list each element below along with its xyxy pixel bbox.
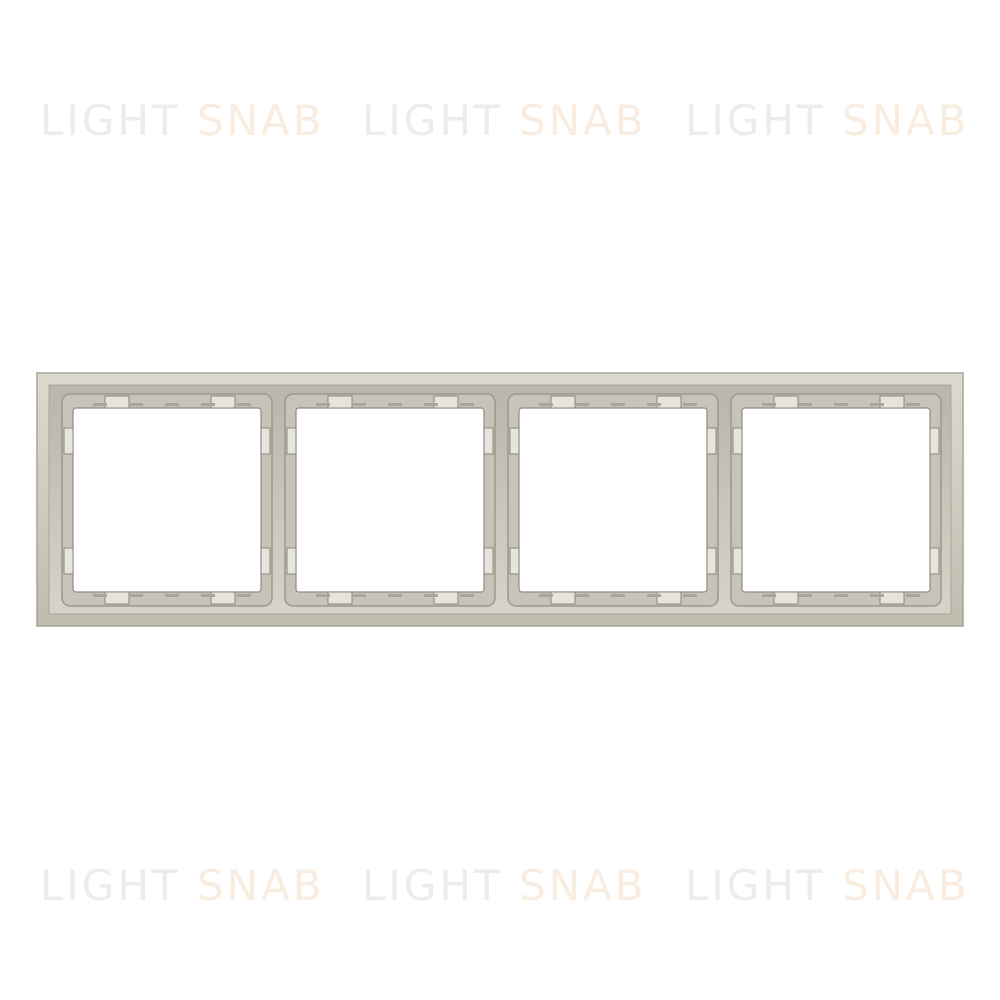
slot-clip-bottom — [773, 591, 799, 605]
slot-notch — [237, 594, 251, 597]
watermark-text: LIGHT SNAB — [362, 100, 647, 142]
slot-notch — [647, 594, 661, 597]
slot-notch — [424, 594, 438, 597]
slot-notch — [647, 403, 661, 406]
slot-notch — [316, 403, 330, 406]
slot-clip-bottom — [327, 591, 353, 605]
slot-notch — [129, 594, 143, 597]
watermark-snab: SNAB — [518, 96, 647, 145]
watermark-text: LIGHT SNAB — [685, 865, 970, 907]
watermark-light: LIGHT — [362, 861, 503, 910]
slot-clip-left — [732, 427, 743, 455]
slot-notch — [388, 594, 402, 597]
slot-clip-bottom — [656, 591, 682, 605]
watermark-light: LIGHT — [685, 861, 826, 910]
slot-clip-right — [483, 427, 494, 455]
slot-notch — [165, 594, 179, 597]
slot-notch — [798, 594, 812, 597]
slot-notch — [237, 403, 251, 406]
slot-clip-right — [483, 547, 494, 575]
slot-opening — [72, 407, 262, 593]
watermark-snab: SNAB — [841, 861, 970, 910]
slot-clip-left — [286, 427, 297, 455]
slot-notch — [906, 594, 920, 597]
slot-group — [61, 393, 942, 607]
slot-clip-top — [656, 395, 682, 409]
slot-clip-bottom — [550, 591, 576, 605]
slot-clip-left — [286, 547, 297, 575]
watermark-light: LIGHT — [40, 861, 181, 910]
slot-notch — [798, 403, 812, 406]
slot-notch — [93, 594, 107, 597]
watermark-snab: SNAB — [196, 96, 325, 145]
slot-clip-right — [260, 427, 271, 455]
slot-clip-left — [732, 547, 743, 575]
slot-clip-right — [929, 547, 940, 575]
slot-notch — [611, 403, 625, 406]
slot-notch — [129, 403, 143, 406]
slot-notch — [870, 403, 884, 406]
slot-clip-left — [63, 427, 74, 455]
slot-clip-top — [104, 395, 130, 409]
slot-clip-bottom — [210, 591, 236, 605]
slot-notch — [316, 594, 330, 597]
slot-notch — [424, 403, 438, 406]
slot-notch — [460, 594, 474, 597]
slot-clip-top — [879, 395, 905, 409]
watermark-snab: SNAB — [841, 96, 970, 145]
watermark-light: LIGHT — [685, 96, 826, 145]
slot-clip-left — [509, 547, 520, 575]
slot-notch — [539, 594, 553, 597]
slot-clip-top — [327, 395, 353, 409]
slot-notch — [93, 403, 107, 406]
slot-notch — [201, 403, 215, 406]
slot-notch — [834, 594, 848, 597]
slot-clip-bottom — [879, 591, 905, 605]
slot-notch — [762, 403, 776, 406]
slot-clip-bottom — [433, 591, 459, 605]
watermark-light: LIGHT — [362, 96, 503, 145]
watermark-text: LIGHT SNAB — [40, 100, 325, 142]
slot-clip-top — [433, 395, 459, 409]
slot-notch — [539, 403, 553, 406]
slot-clip-top — [550, 395, 576, 409]
slot-notch — [575, 594, 589, 597]
slot-notch — [352, 403, 366, 406]
watermark-light: LIGHT — [40, 96, 181, 145]
watermark-text: LIGHT SNAB — [685, 100, 970, 142]
slot-notch — [683, 594, 697, 597]
slot-notch — [352, 594, 366, 597]
slot-notch — [870, 594, 884, 597]
slot-clip-top — [773, 395, 799, 409]
watermark-text: LIGHT SNAB — [362, 865, 647, 907]
slot-notch — [906, 403, 920, 406]
watermark-text: LIGHT SNAB — [40, 865, 325, 907]
slot-clip-left — [63, 547, 74, 575]
slot-clip-right — [706, 427, 717, 455]
slot-opening — [741, 407, 931, 593]
slot-notch — [201, 594, 215, 597]
slot-opening — [518, 407, 708, 593]
watermark-snab: SNAB — [518, 861, 647, 910]
slot-clip-bottom — [104, 591, 130, 605]
slot-clip-right — [260, 547, 271, 575]
slot-notch — [165, 403, 179, 406]
slot-clip-left — [509, 427, 520, 455]
slot-notch — [388, 403, 402, 406]
slot-clip-right — [706, 547, 717, 575]
slot-clip-right — [929, 427, 940, 455]
slot-notch — [460, 403, 474, 406]
slot-notch — [762, 594, 776, 597]
slot-notch — [683, 403, 697, 406]
slot-clip-top — [210, 395, 236, 409]
watermark-snab: SNAB — [196, 861, 325, 910]
slot-notch — [575, 403, 589, 406]
slot-notch — [611, 594, 625, 597]
slot-opening — [295, 407, 485, 593]
slot-notch — [834, 403, 848, 406]
